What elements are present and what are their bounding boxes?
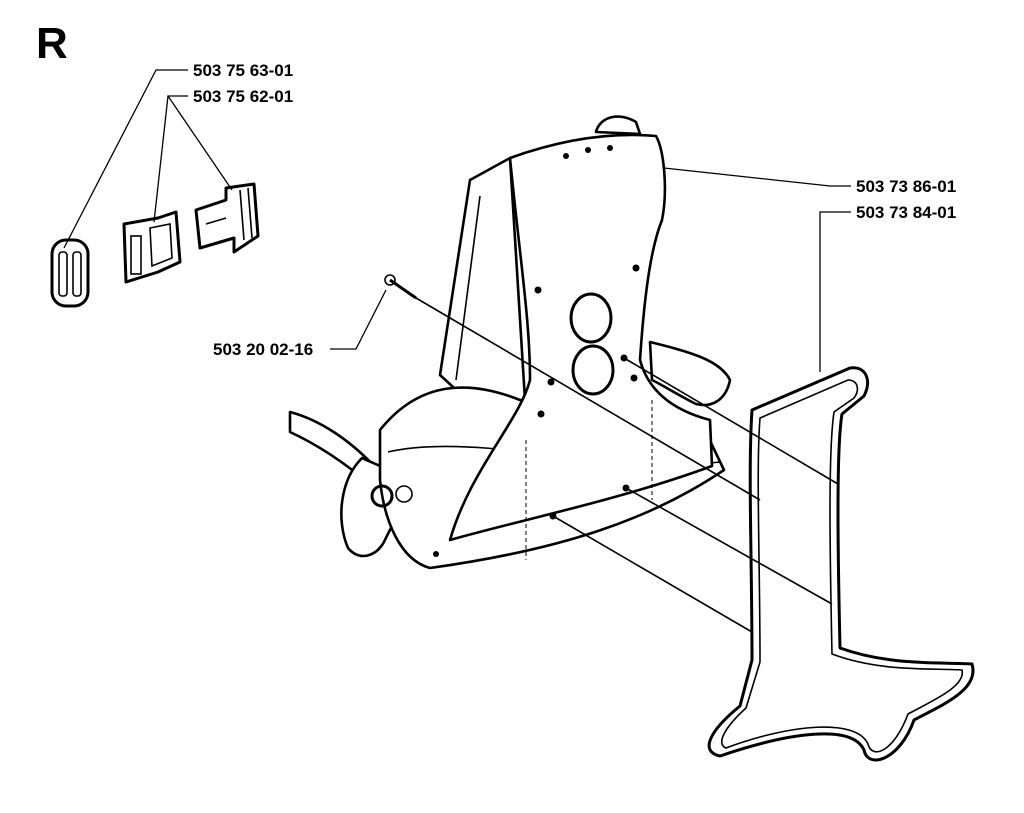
back-pad-part (707, 366, 975, 762)
buckle-female-part (122, 210, 182, 284)
assembly-guide-lines (415, 297, 839, 633)
strap-slider-part (50, 238, 90, 308)
part-label-harness: 503 73 86-01 (856, 177, 957, 196)
buckle-male-part (194, 182, 260, 254)
screw-part (384, 274, 417, 300)
section-letter: R (36, 19, 68, 68)
leader-lines (63, 69, 851, 372)
part-label-screw: 503 20 02-16 (213, 340, 314, 359)
part-label-buckle: 503 75 62-01 (193, 87, 294, 106)
harness-part (288, 115, 732, 570)
part-label-strap-slider: 503 75 63-01 (193, 61, 294, 80)
part-label-back-pad: 503 73 84-01 (856, 203, 957, 222)
